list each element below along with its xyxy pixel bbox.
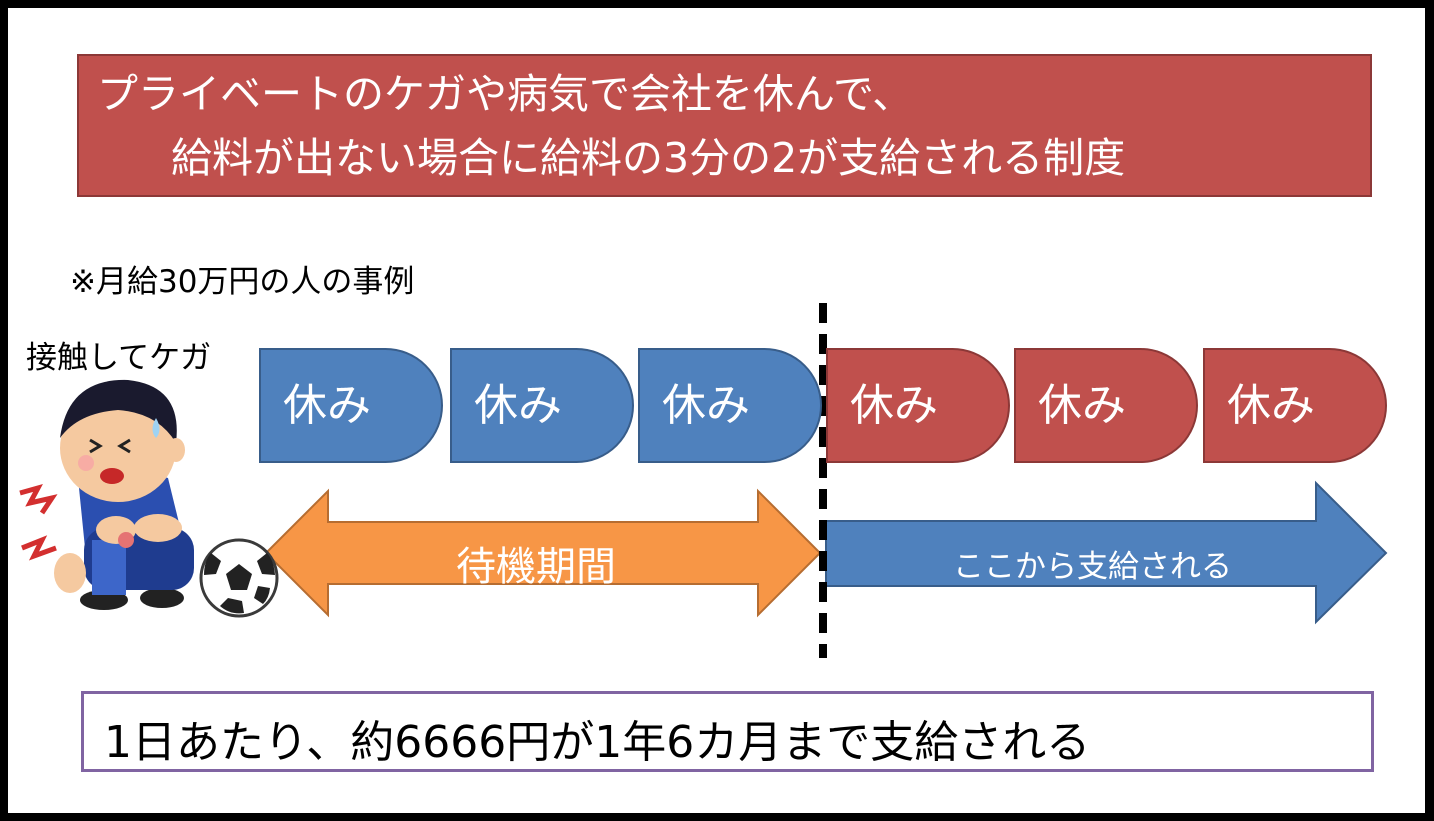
rest-day-label: 休み bbox=[1038, 380, 1126, 431]
title-line-2: 給料が出ない場合に給料の3分の2が支給される制度 bbox=[171, 134, 1126, 182]
injury-caption: 接触してケガ bbox=[26, 340, 212, 376]
waiting-period-label: 待機期間 bbox=[456, 544, 616, 590]
diagram-graphics bbox=[19, 303, 1388, 658]
summary-box: 1日あたり、約6666円が1年6カ月まで支給される bbox=[81, 691, 1374, 772]
rest-day-waiting-2: 休み bbox=[450, 348, 634, 463]
rest-day-paid-1: 休み bbox=[826, 348, 1010, 463]
rest-day-paid-3: 休み bbox=[1203, 348, 1387, 463]
injured-player-icon bbox=[19, 379, 194, 610]
rest-day-paid-2: 休み bbox=[1014, 348, 1198, 463]
rest-day-label: 休み bbox=[1227, 380, 1315, 431]
rest-day-label: 休み bbox=[474, 380, 562, 431]
payment-start-label: ここから支給される bbox=[953, 549, 1232, 585]
rest-day-label: 休み bbox=[850, 380, 938, 431]
payment-arrow bbox=[825, 480, 1388, 625]
summary-text: 1日あたり、約6666円が1年6カ月まで支給される bbox=[104, 717, 1091, 768]
rest-day-label: 休み bbox=[662, 380, 750, 431]
slide: プライベートのケガや病気で会社を休んで、 給料が出ない場合に給料の3分の2が支給… bbox=[8, 8, 1425, 813]
rest-day-label: 休み bbox=[283, 380, 371, 431]
soccer-ball-icon bbox=[199, 538, 279, 618]
example-note: ※月給30万円の人の事例 bbox=[70, 264, 415, 300]
rest-day-waiting-3: 休み bbox=[638, 348, 822, 463]
rest-day-waiting-1: 休み bbox=[259, 348, 443, 463]
title-banner: プライベートのケガや病気で会社を休んで、 給料が出ない場合に給料の3分の2が支給… bbox=[77, 54, 1372, 197]
title-line-1: プライベートのケガや病気で会社を休んで、 bbox=[97, 70, 914, 118]
